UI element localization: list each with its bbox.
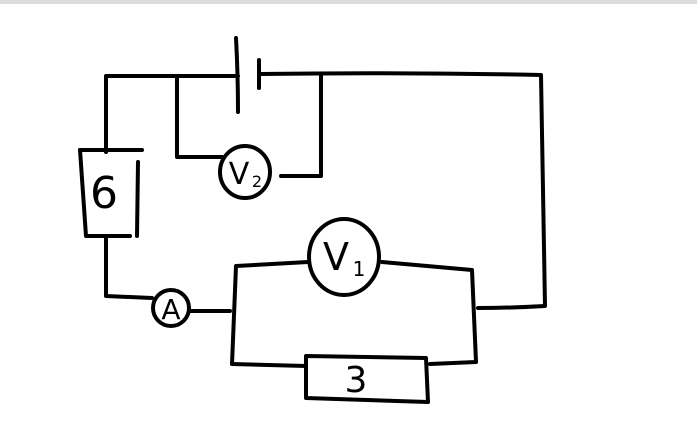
voltmeter-1: V 1	[307, 217, 381, 297]
resistor-bottom: 3	[304, 354, 430, 404]
wire-v2-right	[279, 74, 323, 178]
resistor-bottom-label: 3	[345, 360, 368, 401]
ammeter: A	[151, 288, 191, 328]
wire-parallel-left	[230, 260, 310, 368]
voltmeter-2-letter: V	[229, 157, 250, 192]
wire-parallel-right	[380, 260, 478, 366]
top-border	[0, 0, 697, 4]
voltmeter-2-index: 2	[252, 172, 262, 191]
wire-top-right	[257, 71, 547, 310]
voltmeter-1-letter: V	[323, 235, 349, 279]
resistor-left: 6	[78, 148, 144, 238]
voltmeter-2: V 2	[218, 144, 272, 200]
wire-v2-left	[175, 74, 224, 159]
resistor-left-label: 6	[90, 168, 118, 219]
ammeter-label: A	[161, 293, 180, 326]
voltmeter-1-index: 1	[353, 257, 366, 281]
wire-left-lower	[104, 236, 154, 300]
wire-top-left	[104, 74, 240, 106]
